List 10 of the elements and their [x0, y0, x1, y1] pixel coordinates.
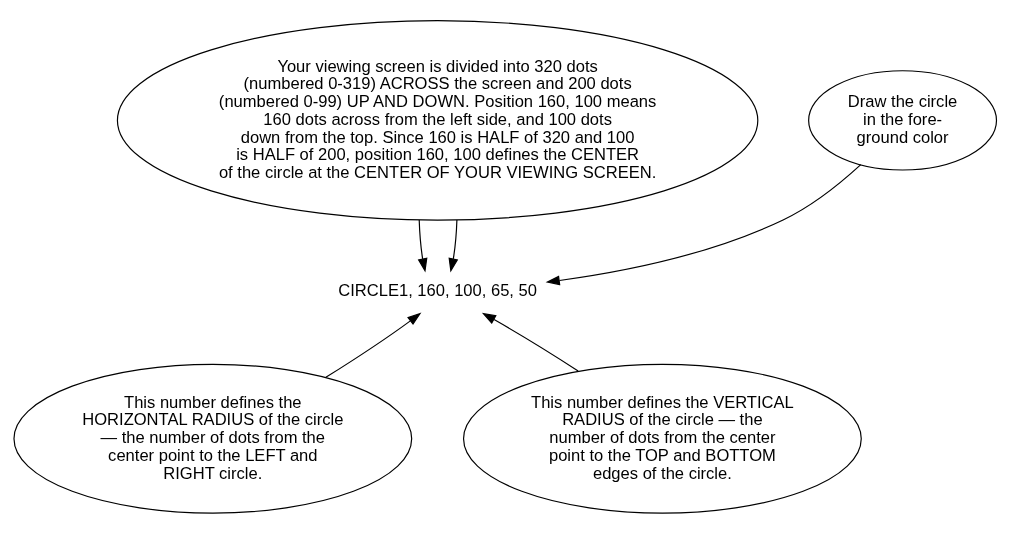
arrow	[448, 219, 458, 272]
node-text: CIRCLE1, 160, 100, 65, 50	[337, 280, 537, 300]
arrow	[545, 163, 861, 285]
arrow	[324, 312, 421, 378]
arrow	[417, 219, 427, 272]
node-ellipse: Draw the circle in the fore- ground color	[807, 69, 997, 171]
arrow	[481, 312, 579, 372]
node-ellipse: Your viewing screen is divided into 320 dots (numbered 0-319) ACROSS the screen and 200 dots (numbered 0-99) UP AND DOWN. Position 160, 100 means 160 dots across from the left side, and 100 dots down from the top. Since 160 is HALF of 320 and 100 is HALF of 200, position 160, 100 defines the CENTER of the circle at the CENTER OF YOUR VIEWING SCREEN.	[116, 19, 758, 221]
node-ellipse: This number defines the VERTICAL RADIUS of the circle — the number of dots from the center point to the TOP and BOTTOM edges of the circle.	[462, 363, 862, 514]
node-ellipse: This number defines the HORIZONTAL RADIUS of the circle — the number of dots from the center point to the LEFT and RIGHT circle.	[12, 363, 412, 514]
